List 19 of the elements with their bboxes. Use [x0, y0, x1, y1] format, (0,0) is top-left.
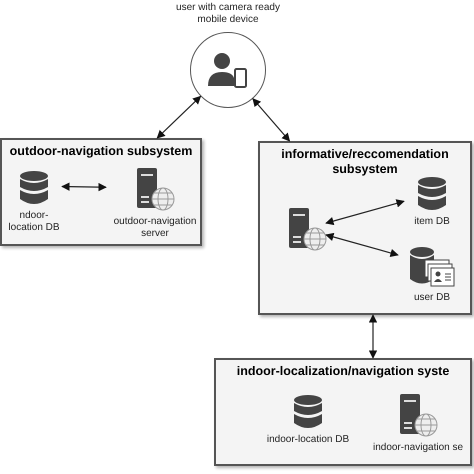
subsystem-box	[0, 138, 202, 246]
subsystem-box	[258, 141, 472, 315]
node-caption: user with camera ready mobile device	[175, 2, 281, 26]
node-label: indoor-navigation se	[372, 442, 464, 454]
subsystem-box	[214, 358, 472, 466]
subsystem-title: indoor-localization/navigation syste	[236, 364, 450, 379]
arrow	[156, 96, 202, 139]
arrow	[325, 199, 405, 226]
node-label: outdoor-navigation server	[112, 216, 198, 240]
node-label: item DB	[414, 216, 450, 228]
arrow	[252, 98, 290, 142]
arrow	[325, 232, 399, 258]
arrow	[61, 182, 107, 192]
subsystem-title: informative/reccomendation subsystem	[280, 147, 450, 177]
node-label: indoor-location DB	[266, 434, 350, 446]
node-label: ndoor-location DB	[7, 210, 61, 234]
arrow	[368, 314, 378, 359]
node-label: user DB	[414, 292, 450, 304]
subsystem-title: outdoor-navigation subsystem	[8, 144, 194, 159]
